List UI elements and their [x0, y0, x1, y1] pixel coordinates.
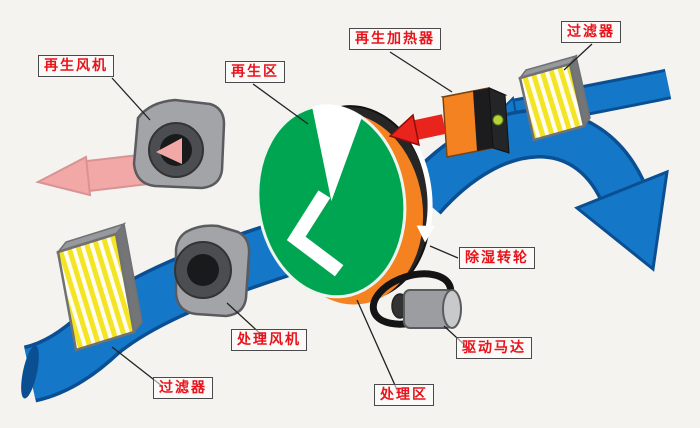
wheel-rotation-chevron: [286, 190, 344, 277]
exhaust-arrowhead: [35, 155, 92, 197]
label-process-fan: 处理风机: [231, 329, 307, 351]
heater-panel: [473, 88, 493, 151]
label-filter-top: 过滤器: [561, 21, 621, 43]
regen-filter-pleats: [518, 62, 586, 142]
label-drive-motor: 驱动马达: [456, 337, 532, 359]
duct-mouth: [21, 345, 39, 399]
leader-process-zone: [356, 299, 399, 393]
label-regen-heater: 再生加热器: [349, 28, 441, 50]
regen-fan-flow-arrow: [156, 138, 182, 164]
process-filter-pleats: [56, 232, 136, 352]
wheel-regen-wedge: [312, 104, 362, 202]
leader-regen-fan: [111, 77, 151, 121]
hot-air-arrowhead: [388, 113, 420, 147]
regen-heater: [440, 87, 510, 158]
regen-fan: [132, 98, 226, 190]
leader-regen-zone: [252, 83, 309, 125]
leader-regen-heater: [389, 51, 453, 93]
leader-dehumid-wheel: [429, 245, 459, 259]
label-regen-zone: 再生区: [225, 61, 285, 83]
leader-filter-top: [563, 43, 593, 71]
hot-air-band: [413, 114, 447, 140]
label-process-zone: 处理区: [374, 384, 434, 406]
process-fan: [174, 224, 251, 318]
outlet-arrowhead: [574, 169, 669, 272]
process-fan-hub: [187, 254, 219, 286]
heater-indicator-led: [492, 114, 504, 126]
motor-end-cap: [442, 289, 462, 329]
process-filter: [55, 222, 143, 352]
label-regen-fan: 再生风机: [38, 55, 114, 77]
hot-air-arrow: [388, 113, 447, 147]
drive-assembly: [369, 270, 462, 329]
rotary-wheel: [256, 104, 435, 305]
label-dehumid-wheel: 除湿转轮: [459, 247, 535, 269]
wheel-rim-arrowhead: [416, 225, 435, 243]
label-filter-bottom: 过滤器: [153, 377, 213, 399]
wheel-rim-rotation-arrow: [409, 138, 433, 229]
regen-filter: [518, 54, 591, 142]
